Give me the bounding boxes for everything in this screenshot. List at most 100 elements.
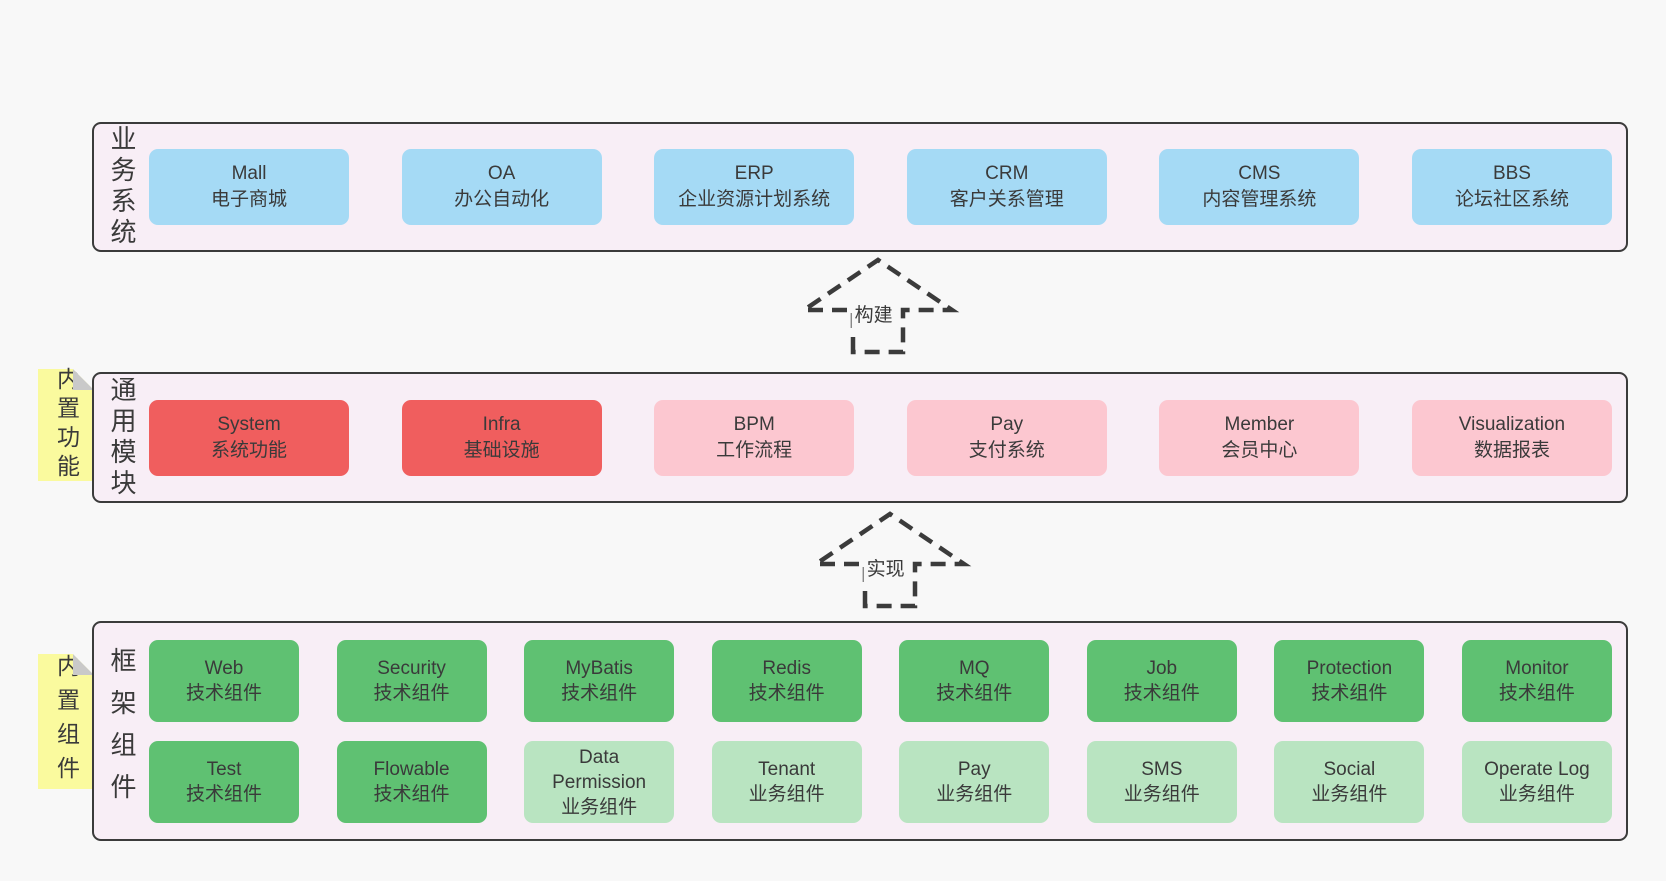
box-title: OA [487,163,516,184]
box-title: Pay [957,759,991,780]
box-title: System [217,413,281,435]
box-subtitle: 电子商城 [210,189,287,210]
box-subtitle: 论坛社区系统 [1454,189,1569,210]
module-box: Security 技术组件 [336,640,487,722]
module-box: Operate Log 业务组件 [1461,741,1612,823]
box-title: Social [1323,759,1376,780]
arrow-build-label: 构建 [851,299,896,328]
box-title: Data Permission [552,746,647,793]
layer-label-components: 框架组件 [107,647,137,815]
arrow-implement: 实现 [805,510,975,610]
box-title: BPM [733,413,775,435]
module-box: MyBatis 技术组件 [524,640,675,722]
module-box: Web 技术组件 [149,640,299,722]
box-subtitle: 系统功能 [210,439,287,461]
box-title: Flowable [373,759,450,780]
arrow-implement-label: 实现 [863,553,908,582]
box-title: Web [204,658,244,679]
layer-label-business: 业务系统 [107,125,137,249]
module-box: OA 办公自动化 [401,149,602,225]
arrow-build: 构建 [793,256,963,356]
box-title: CRM [985,163,1029,184]
module-box: MQ 技术组件 [899,640,1050,722]
layer-framework-components: 框架组件 Web 技术组件 Security 技术组件 MyBatis 技术组件… [92,621,1628,841]
box-title: Operate Log [1484,759,1590,780]
box-subtitle: 技术组件 [373,784,450,805]
module-box: ERP 企业资源计划系统 [654,149,855,225]
box-title: SMS [1141,759,1183,780]
module-box: CMS 内容管理系统 [1159,149,1360,225]
module-box: Mall 电子商城 [149,149,349,225]
up-arrow-icon [808,511,972,609]
box-title: Security [377,658,446,679]
sticky-note-label: 内置功能 [53,367,80,483]
module-box: BPM 工作流程 [654,399,855,476]
box-title: CMS [1238,163,1281,184]
module-box: Pay 支付系统 [906,399,1107,476]
box-subtitle: 技术组件 [561,683,638,704]
module-box: CRM 客户关系管理 [906,149,1107,225]
module-box: SMS 业务组件 [1086,741,1237,823]
box-subtitle: 业务组件 [561,796,638,818]
box-subtitle: 工作流程 [716,439,793,461]
layer-label-modules: 通用模块 [107,375,137,500]
module-box: Pay 业务组件 [899,741,1050,823]
module-box: Data Permission 业务组件 [524,741,675,823]
module-box: Job 技术组件 [1086,640,1237,722]
module-box: Member 会员中心 [1159,399,1360,476]
sticky-note-builtin-features: 内置功能 [38,367,94,483]
box-subtitle: 技术组件 [936,683,1013,704]
box-subtitle: 支付系统 [968,439,1045,461]
module-box: Redis 技术组件 [711,640,862,722]
module-box: Tenant 业务组件 [711,741,862,823]
box-subtitle: 业务组件 [1311,784,1388,805]
box-subtitle: 数据报表 [1473,439,1550,461]
box-subtitle: 技术组件 [1123,683,1200,704]
box-subtitle: 企业资源计划系统 [678,189,831,210]
box-subtitle: 业务组件 [1123,784,1200,805]
module-box: Monitor 技术组件 [1461,640,1612,722]
modules-box-row: System 系统功能 Infra 基础设施 BPM 工作流程 Pay 支付系统… [149,374,1612,501]
sticky-note-builtin-components: 内置组件 [38,653,94,790]
box-subtitle: 技术组件 [373,683,450,704]
box-title: Mall [231,163,267,184]
box-title: Visualization [1458,413,1566,435]
box-title: Job [1146,658,1178,679]
box-title: Infra [482,413,521,435]
business-box-row: Mall 电子商城 OA 办公自动化 ERP 企业资源计划系统 CRM 客户关系… [149,124,1612,250]
module-box: System 系统功能 [149,399,349,476]
box-title: ERP [734,163,774,184]
box-subtitle: 业务组件 [1498,784,1575,805]
box-title: Pay [990,413,1024,435]
module-box: Protection 技术组件 [1274,640,1425,722]
layer-common-modules: 通用模块 System 系统功能 Infra 基础设施 BPM 工作流程 Pay… [92,372,1628,503]
box-subtitle: 内容管理系统 [1202,189,1317,210]
module-box: Social 业务组件 [1274,741,1425,823]
module-box: Visualization 数据报表 [1411,399,1612,476]
box-subtitle: 技术组件 [1311,683,1388,704]
box-title: MQ [958,658,990,679]
box-subtitle: 业务组件 [748,784,825,805]
box-subtitle: 技术组件 [748,683,825,704]
box-title: MyBatis [565,658,633,679]
box-subtitle: 技术组件 [185,683,262,704]
box-title: Tenant [758,759,816,780]
module-box: BBS 论坛社区系统 [1411,149,1612,225]
module-box: Flowable 技术组件 [336,741,487,823]
box-title: BBS [1492,163,1531,184]
components-box-row-2: Test 技术组件 Flowable 技术组件 Data Permission … [149,741,1612,823]
box-title: Test [206,759,242,780]
box-subtitle: 基础设施 [463,439,540,461]
box-subtitle: 客户关系管理 [949,189,1064,210]
module-box: Test 技术组件 [149,741,299,823]
box-subtitle: 业务组件 [936,784,1013,805]
box-subtitle: 技术组件 [1498,683,1575,704]
components-rows: Web 技术组件 Security 技术组件 MyBatis 技术组件 Redi… [149,640,1612,823]
box-subtitle: 技术组件 [185,784,262,805]
sticky-note-label: 内置组件 [53,653,80,790]
box-title: Monitor [1505,658,1569,679]
up-arrow-icon [796,257,960,355]
module-box: Infra 基础设施 [401,399,602,476]
components-box-row-1: Web 技术组件 Security 技术组件 MyBatis 技术组件 Redi… [149,640,1612,722]
